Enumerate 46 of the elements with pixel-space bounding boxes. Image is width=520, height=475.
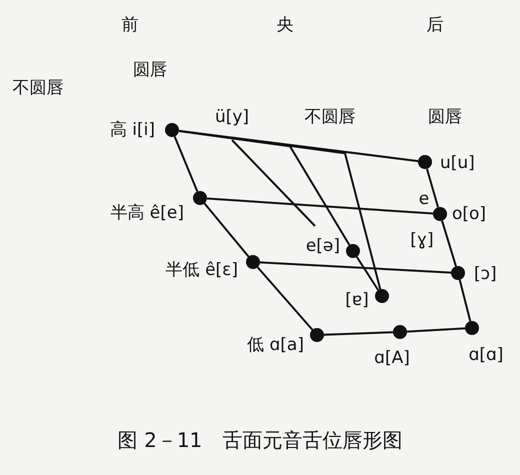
chart-line — [441, 220, 457, 267]
vowel-dot — [393, 325, 407, 339]
lip-shape-label: ü[y] — [214, 107, 250, 127]
vowel-dot — [246, 255, 260, 269]
vowel-dot — [433, 207, 447, 221]
vowel-dot — [165, 123, 179, 137]
vowel-label: 半低 ê[ε] — [166, 260, 238, 280]
chart-line — [406, 327, 466, 333]
chart-line — [174, 136, 198, 192]
vowel-label: 低 ɑ[a] — [247, 335, 304, 355]
vowel-dot — [310, 328, 324, 342]
vowel-dot — [465, 321, 479, 335]
column-heading: 前 — [122, 15, 138, 35]
chart-line — [206, 197, 434, 215]
chart-line — [178, 130, 418, 162]
chart-line — [324, 331, 394, 336]
vowel-label: 高 i[i] — [110, 120, 155, 140]
vowel-label: ɑ[A] — [374, 348, 410, 368]
vowel-label: 半高 ê[e] — [110, 203, 184, 223]
vowel-dot — [451, 266, 465, 280]
lip-shape-label: 不圆唇 — [12, 78, 64, 98]
vowel-label: e[ə] — [306, 236, 340, 256]
caption: 图 2－11 舌面元音舌位唇形图 — [118, 430, 402, 450]
vowel-dot — [193, 191, 207, 205]
chart-line — [356, 256, 380, 291]
vowel-label: u[u] — [440, 153, 475, 173]
vowel-label: [ɔ] — [474, 264, 497, 284]
lip-shape-label: 圆唇 — [133, 60, 167, 80]
chart-line — [260, 261, 452, 274]
column-heading: 后 — [426, 15, 444, 35]
column-heading: 央 — [276, 15, 294, 35]
vowel-label: o[o] — [452, 204, 486, 224]
vowel-dot — [375, 289, 389, 303]
vowel-label: [ɐ] — [345, 290, 369, 310]
lip-shape-label: 不圆唇 — [304, 107, 356, 127]
chart-line — [178, 130, 382, 290]
vowel-label: ɑ[ɑ] — [468, 345, 504, 365]
vowel-dot — [418, 155, 432, 169]
chart-line — [426, 168, 440, 208]
vowel-dot — [346, 244, 360, 258]
chart-line — [256, 266, 314, 330]
chart-line — [458, 280, 472, 322]
chart-line — [204, 202, 250, 258]
lip-shape-label: 圆唇 — [428, 107, 462, 127]
vowel-label: e — [418, 189, 430, 209]
vowel-label: [ɣ] — [410, 230, 434, 250]
